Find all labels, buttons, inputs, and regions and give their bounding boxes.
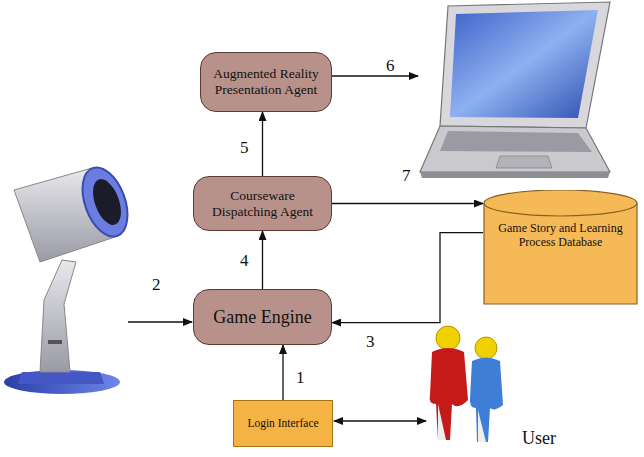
step-number: 2 <box>152 275 161 295</box>
arrow-login-user <box>334 420 426 421</box>
database-cylinder: Game Story and Learning Process Database <box>483 190 638 305</box>
flow-arrow <box>332 203 483 204</box>
node-text: Augmented Reality Presentation Agent <box>201 66 331 97</box>
engine-box: Game Engine <box>193 289 332 345</box>
agent-box: Augmented Reality Presentation Agent <box>200 52 332 112</box>
login-box: Login Interface <box>233 400 333 447</box>
step-number: 1 <box>296 368 305 388</box>
step-number: 7 <box>402 166 411 186</box>
step-number: 4 <box>240 251 249 271</box>
webcam-illustration <box>4 161 136 394</box>
step-number: 6 <box>386 56 395 76</box>
user-label: User <box>522 428 556 449</box>
node-text: Game Story and Learning Process Database <box>491 222 630 250</box>
step-number: 3 <box>366 332 375 352</box>
flow-arrow <box>332 233 483 323</box>
flow-arrow <box>262 112 263 176</box>
users-illustration <box>430 326 503 442</box>
node-text: Game Engine <box>205 307 319 328</box>
node-text: Courseware Dispatching Agent <box>194 188 331 219</box>
arrow-from-webcam <box>128 321 192 322</box>
step-number: 5 <box>240 138 249 158</box>
flow-arrow <box>282 345 283 400</box>
agent-box: Courseware Dispatching Agent <box>193 176 332 231</box>
laptop-illustration <box>420 2 610 178</box>
arrow-to-laptop <box>332 75 418 76</box>
flow-arrow <box>262 231 263 289</box>
node-text: Login Interface <box>239 417 326 430</box>
